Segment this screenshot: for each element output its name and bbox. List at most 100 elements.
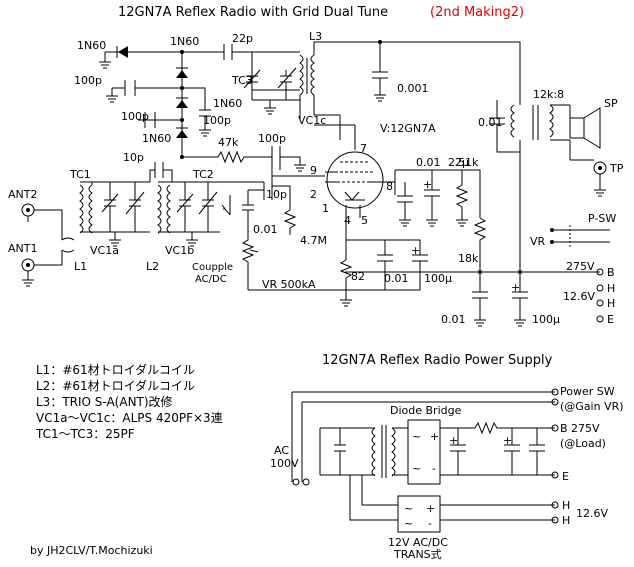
label-001-grid: 0.01 <box>253 223 278 236</box>
svg-text:~: ~ <box>412 430 421 443</box>
svg-text:+: + <box>449 434 458 447</box>
label-10p-couple: 10p <box>123 151 144 164</box>
label-100p-b: 100p <box>121 110 149 123</box>
svg-text:+: + <box>503 434 512 447</box>
ps-h-voltage: 12.6V <box>576 507 608 520</box>
svg-text:-: - <box>432 462 436 475</box>
cap-001-plate <box>397 182 413 220</box>
svg-text:+: + <box>430 430 439 443</box>
cap-100u-k <box>412 250 428 290</box>
title-suffix: (2nd Making2) <box>430 5 524 20</box>
cap-0001 <box>372 42 388 95</box>
pin-7: 7 <box>360 142 367 155</box>
resistor-47k <box>181 150 272 164</box>
ps-trans-line1: 12V AC/DC <box>388 536 448 549</box>
label-sp: SP <box>604 97 618 110</box>
coil-l1 <box>79 184 84 234</box>
pin-1: 1 <box>322 202 329 215</box>
coupling-switch <box>221 195 231 216</box>
svg-text:+: + <box>426 502 435 515</box>
pin-9: 9 <box>310 164 317 177</box>
label-12k8: 12k:8 <box>533 88 564 101</box>
label-1n60-c: 1N60 <box>213 97 242 110</box>
label-vr500ka: VR 500kA <box>262 278 316 291</box>
terminal-h2: H <box>607 297 615 310</box>
label-l1: L1 <box>74 260 87 273</box>
svg-text:~: ~ <box>404 502 413 515</box>
label-100u-k: 100μ <box>424 272 452 285</box>
diode-bridge <box>407 419 441 485</box>
ps-resistor <box>474 421 555 435</box>
tube-12gn7a <box>314 124 395 230</box>
varcap-vc1b <box>198 182 218 232</box>
speaker-icon <box>569 117 585 139</box>
label-001-out: 0.01 <box>478 116 503 129</box>
label-tc3: TC3 <box>231 74 253 87</box>
note-line-1: L1：#61材トロイダルコイル <box>36 362 195 377</box>
diode-3 <box>176 100 188 108</box>
label-100p-d: 100p <box>258 132 286 145</box>
pin-2: 2 <box>310 188 317 201</box>
terminal-e: E <box>607 313 614 326</box>
output-section <box>489 90 607 272</box>
label-100u-b: 100μ <box>532 313 560 326</box>
ps-e: E <box>562 470 569 483</box>
label-22p: 22p <box>232 32 253 45</box>
plate-section: + + <box>345 169 600 327</box>
ps-h2: H <box>562 514 570 527</box>
label-47k: 47k <box>218 136 239 149</box>
varcap-vc1c <box>277 67 297 89</box>
cathode-section: + <box>339 230 428 307</box>
ps-b-voltage: B 275V <box>560 422 600 435</box>
trimmer-tc1 <box>101 182 119 232</box>
tube-cathode <box>344 191 365 201</box>
cap-22p <box>223 44 233 60</box>
ps-h1: H <box>562 499 570 512</box>
trimmer-tc2 <box>176 182 194 232</box>
note-line-4: VC1a～VC1c：ALPS 420PF×3連 <box>36 411 223 425</box>
label-vc1c: VC1c <box>298 114 326 127</box>
label-tp: TP <box>609 162 624 175</box>
ps-power-sw: Power SW <box>560 385 615 398</box>
trans-12v <box>397 495 441 533</box>
volume-pot <box>241 232 255 290</box>
cap-001-b <box>472 272 488 320</box>
svg-text:-: - <box>428 517 432 530</box>
svg-text:~: ~ <box>404 517 413 530</box>
label-tc2: TC2 <box>192 168 214 181</box>
label-tube: V:12GN7A <box>380 122 436 135</box>
label-100p-c: 100p <box>203 114 231 127</box>
label-tc1: TC1 <box>69 168 91 181</box>
ps-transformer <box>371 427 376 477</box>
label-51k: 51k <box>458 156 479 169</box>
cap-001-grid <box>242 189 264 232</box>
label-1n60-b: 1N60 <box>170 35 199 48</box>
coil-l3-b <box>310 54 315 96</box>
label-vr: VR <box>530 235 546 248</box>
power-switch <box>552 229 610 243</box>
svg-text:+: + <box>511 281 520 294</box>
pin-5: 5 <box>361 214 368 227</box>
l3-section <box>243 40 521 140</box>
coil-l3-a <box>299 54 304 96</box>
terminal-b: B <box>607 266 615 279</box>
output-transformer <box>510 90 521 138</box>
cap-001-k <box>377 240 393 290</box>
label-0001: 0.001 <box>397 82 429 95</box>
ps-trans-line2: TRANS式 <box>393 548 442 561</box>
title-main: 12GN7A Reflex Radio with Grid Dual Tune <box>118 5 388 20</box>
ps-gain-vr: (@Gain VR) <box>560 400 624 413</box>
grid-section <box>221 170 346 291</box>
pin-4: 4 <box>344 214 351 227</box>
diode-4 <box>176 130 188 138</box>
label-18k: 18k <box>458 252 479 265</box>
label-vc1a: VC1a <box>90 244 119 257</box>
note-line-5: TC1～TC3：25PF <box>35 427 135 441</box>
terminal-section <box>550 225 610 323</box>
cap-100u-b <box>512 272 528 320</box>
label-coupling-1: Coupple <box>192 262 233 273</box>
input-section <box>21 162 264 287</box>
label-100p-a: 100p <box>74 74 102 87</box>
